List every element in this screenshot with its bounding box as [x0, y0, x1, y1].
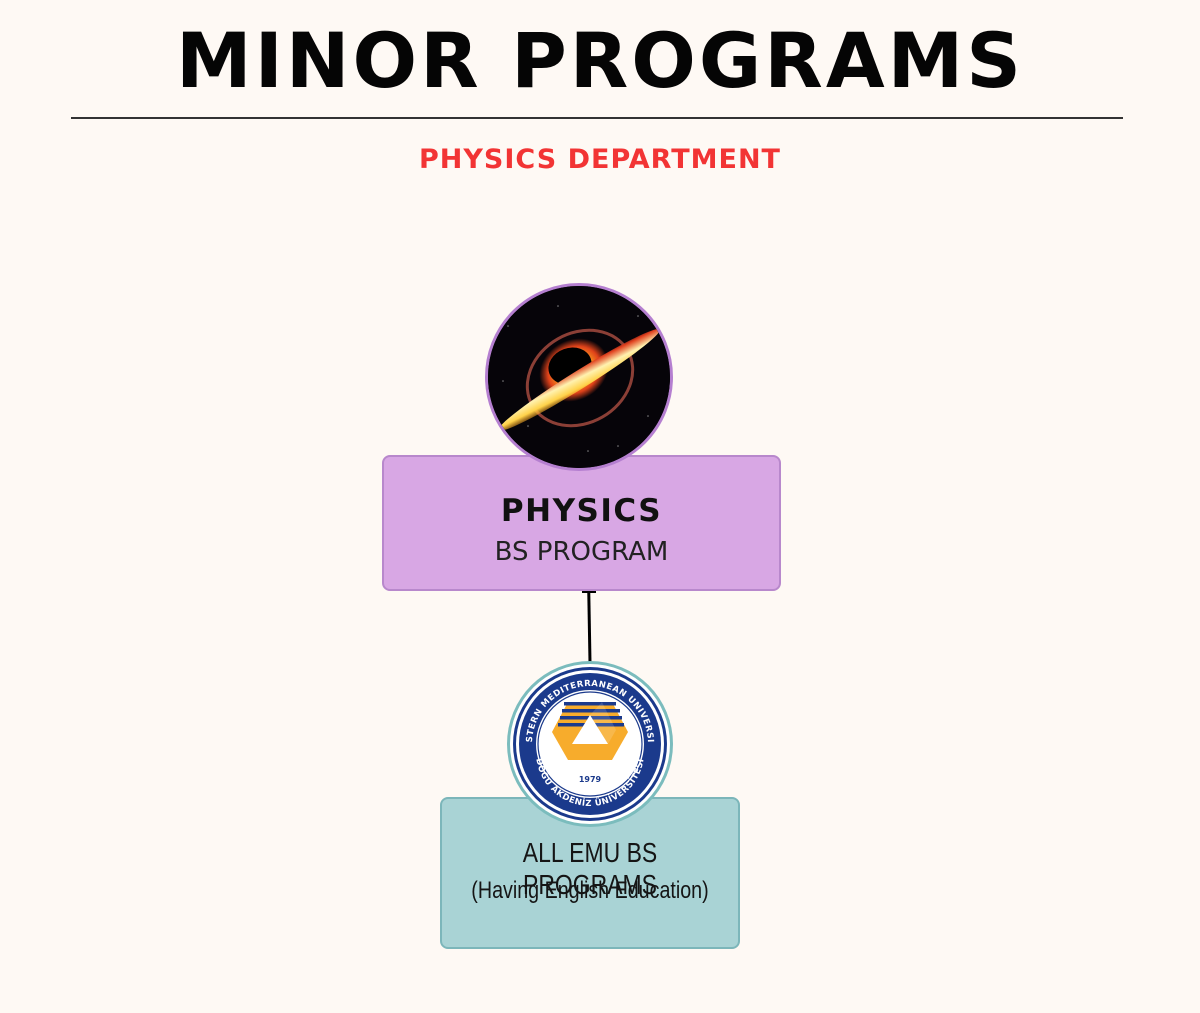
emu-node-subtitle: (Having English Education) — [471, 877, 709, 904]
black-hole-icon — [485, 283, 673, 471]
physics-node-subtitle: BS PROGRAM — [494, 537, 669, 567]
department-subtitle: PHYSICS DEPARTMENT — [419, 144, 781, 175]
emu-node-title: ALL EMU BS PROGRAMS — [522, 837, 658, 900]
title-divider — [71, 117, 1123, 119]
page-title: MINOR PROGRAMS — [175, 16, 1024, 105]
physics-node-title: PHYSICS — [500, 493, 663, 529]
connector-cap-top — [582, 590, 596, 593]
emu-seal-icon: EASTERN MEDITERRANEAN UNIVERSITY DOĞU AK… — [506, 660, 674, 828]
svg-text:1979: 1979 — [579, 775, 602, 784]
physics-node: PHYSICS BS PROGRAM — [382, 455, 781, 591]
